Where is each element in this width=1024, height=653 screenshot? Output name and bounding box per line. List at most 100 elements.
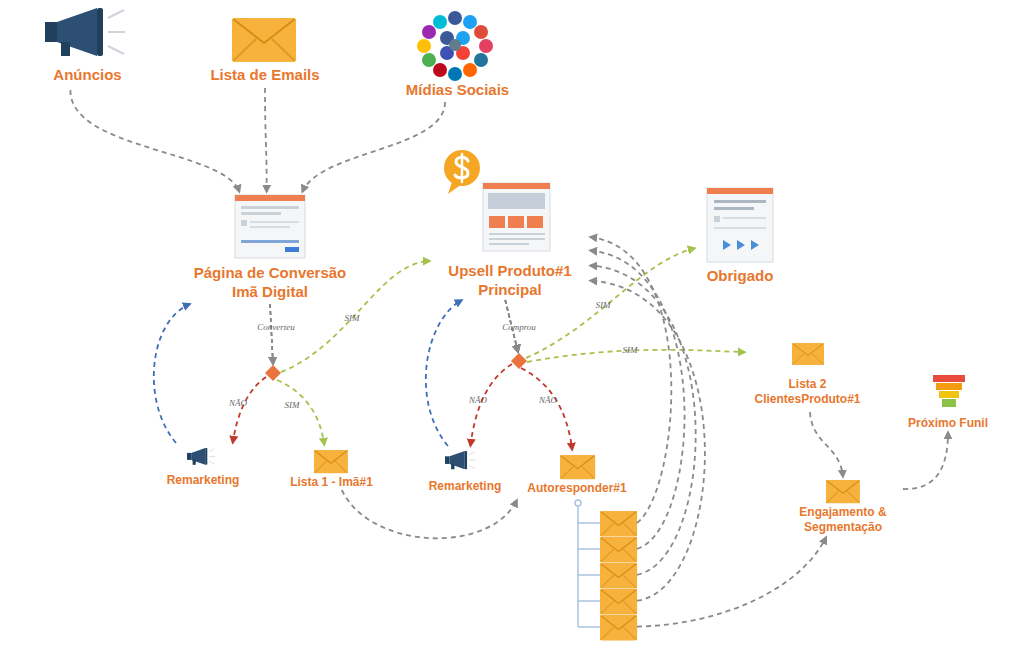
- funnel-icon-part: [933, 375, 965, 382]
- connector-line: [265, 88, 267, 192]
- email-list-node: Lista 2 ClientesProduto#1: [745, 340, 870, 412]
- edge-label: NÃO: [229, 398, 247, 408]
- sales-page-icon-part: [488, 193, 545, 209]
- page-node: Página de Conversão Imã Digital: [185, 192, 355, 304]
- thank-you-page-icon-part: [707, 188, 773, 194]
- connector-line: [903, 432, 948, 489]
- social-icons-part: [479, 39, 493, 53]
- thank-you-page-icon-part: [714, 227, 766, 229]
- funnel-icon-part: [939, 391, 959, 398]
- email-sequence: [575, 500, 637, 641]
- node-label: Próximo Funil: [893, 416, 1003, 431]
- envelope-icon: [792, 343, 824, 365]
- sales-page-icon-part: [489, 243, 529, 245]
- funnel-icon-part: [936, 383, 962, 390]
- email-list-node: Lista 1 - Imã#1: [280, 445, 383, 490]
- social-icons: [417, 11, 493, 81]
- social-icons-part: [422, 53, 436, 67]
- connector-line: [426, 300, 462, 446]
- envelope-icon: [232, 18, 296, 62]
- social-icons-part: [463, 15, 477, 29]
- connector-line: [810, 412, 843, 477]
- decision-diamond: [511, 353, 527, 369]
- connector: [470, 300, 518, 446]
- connector: [810, 412, 843, 477]
- thank-you-page-icon-part: [714, 207, 754, 210]
- flow-label: Converteu: [257, 322, 295, 332]
- funnel-node: Próximo Funil: [893, 372, 1003, 432]
- connector-line: [590, 281, 705, 601]
- email-sequence-part: [577, 506, 579, 627]
- thank-you-page-icon-part: [751, 240, 759, 250]
- email-sequence-part: [600, 563, 637, 589]
- megaphone-icon: [187, 448, 215, 465]
- connector: [637, 537, 826, 627]
- connector: [154, 304, 190, 443]
- social-icons-part: [474, 53, 488, 67]
- landing-page-icon-part: [241, 240, 299, 243]
- connector-line: [302, 102, 445, 192]
- landing-page-icon-part: [241, 212, 281, 215]
- connector-line: [521, 368, 572, 450]
- thank-you-page-icon: [707, 188, 773, 262]
- landing-page-icon: [235, 195, 305, 258]
- source-icon: Lista de Emails: [200, 10, 330, 88]
- source-icon: Anúncios: [40, 5, 135, 90]
- social-icons-part: [433, 15, 447, 29]
- flow-label: Comprou: [502, 322, 536, 332]
- sales-page-icon-part: [489, 238, 545, 240]
- email-sequence-part: [600, 589, 637, 615]
- connector-line: [233, 377, 266, 443]
- social-icons-part: [417, 39, 431, 53]
- dollar-bubble-part: [461, 154, 464, 182]
- landing-page-icon-part: [241, 206, 299, 209]
- edge-label: SIM: [285, 400, 300, 410]
- decision-diamond: [265, 365, 281, 381]
- thank-you-page-icon-part: [723, 217, 766, 219]
- connector: [342, 490, 517, 538]
- dollar-bubble-part: [444, 150, 480, 186]
- sales-page-icon-part: [489, 216, 505, 228]
- node-label: Lista 2 ClientesProduto#1: [748, 377, 868, 407]
- email-sequence-part: [578, 548, 600, 550]
- node-label: Upsell Produto#1 Principal: [435, 261, 585, 299]
- node-label: Obrigado: [695, 267, 785, 285]
- connector-line: [470, 364, 512, 446]
- envelope-icon: [826, 480, 860, 503]
- funnel-icon-part: [942, 399, 956, 407]
- node-label: Remarketing: [158, 473, 248, 488]
- social-icons-part: [463, 63, 477, 77]
- social-icons-part: [448, 67, 462, 81]
- landing-page-icon-part: [285, 247, 299, 252]
- connector-stem: [270, 304, 273, 364]
- email-sequence-part: [578, 600, 600, 602]
- connector: [426, 300, 462, 446]
- envelope-icon: [314, 450, 348, 473]
- connector: [70, 90, 239, 192]
- connector: [302, 102, 445, 192]
- connector: [270, 261, 430, 372]
- social-icons-part: [448, 11, 462, 25]
- email-sequence-part: [600, 537, 637, 563]
- connector: [590, 237, 671, 523]
- connector-stem: [270, 304, 273, 364]
- connector: [903, 432, 948, 489]
- remarketing-node: Remarketing: [158, 443, 248, 488]
- thank-you-page-icon-part: [737, 240, 745, 250]
- node-label: Engajamento & Segmentação: [788, 505, 898, 535]
- social-icons-part: [449, 39, 461, 51]
- autoresponder-node: Autoresponder#1: [517, 450, 637, 642]
- email-sequence-part: [600, 511, 637, 537]
- connector: [505, 248, 695, 358]
- connector-stem: [270, 304, 273, 364]
- landing-page-icon-part: [250, 226, 290, 228]
- connector-line: [277, 380, 324, 445]
- email-sequence-part: [575, 500, 581, 506]
- node-label: Mídias Sociais: [395, 81, 520, 99]
- email-sequence-part: [600, 615, 637, 641]
- social-icons-part: [422, 25, 436, 39]
- connector-line: [590, 266, 696, 575]
- connector-line: [154, 304, 190, 443]
- connector: [265, 88, 267, 192]
